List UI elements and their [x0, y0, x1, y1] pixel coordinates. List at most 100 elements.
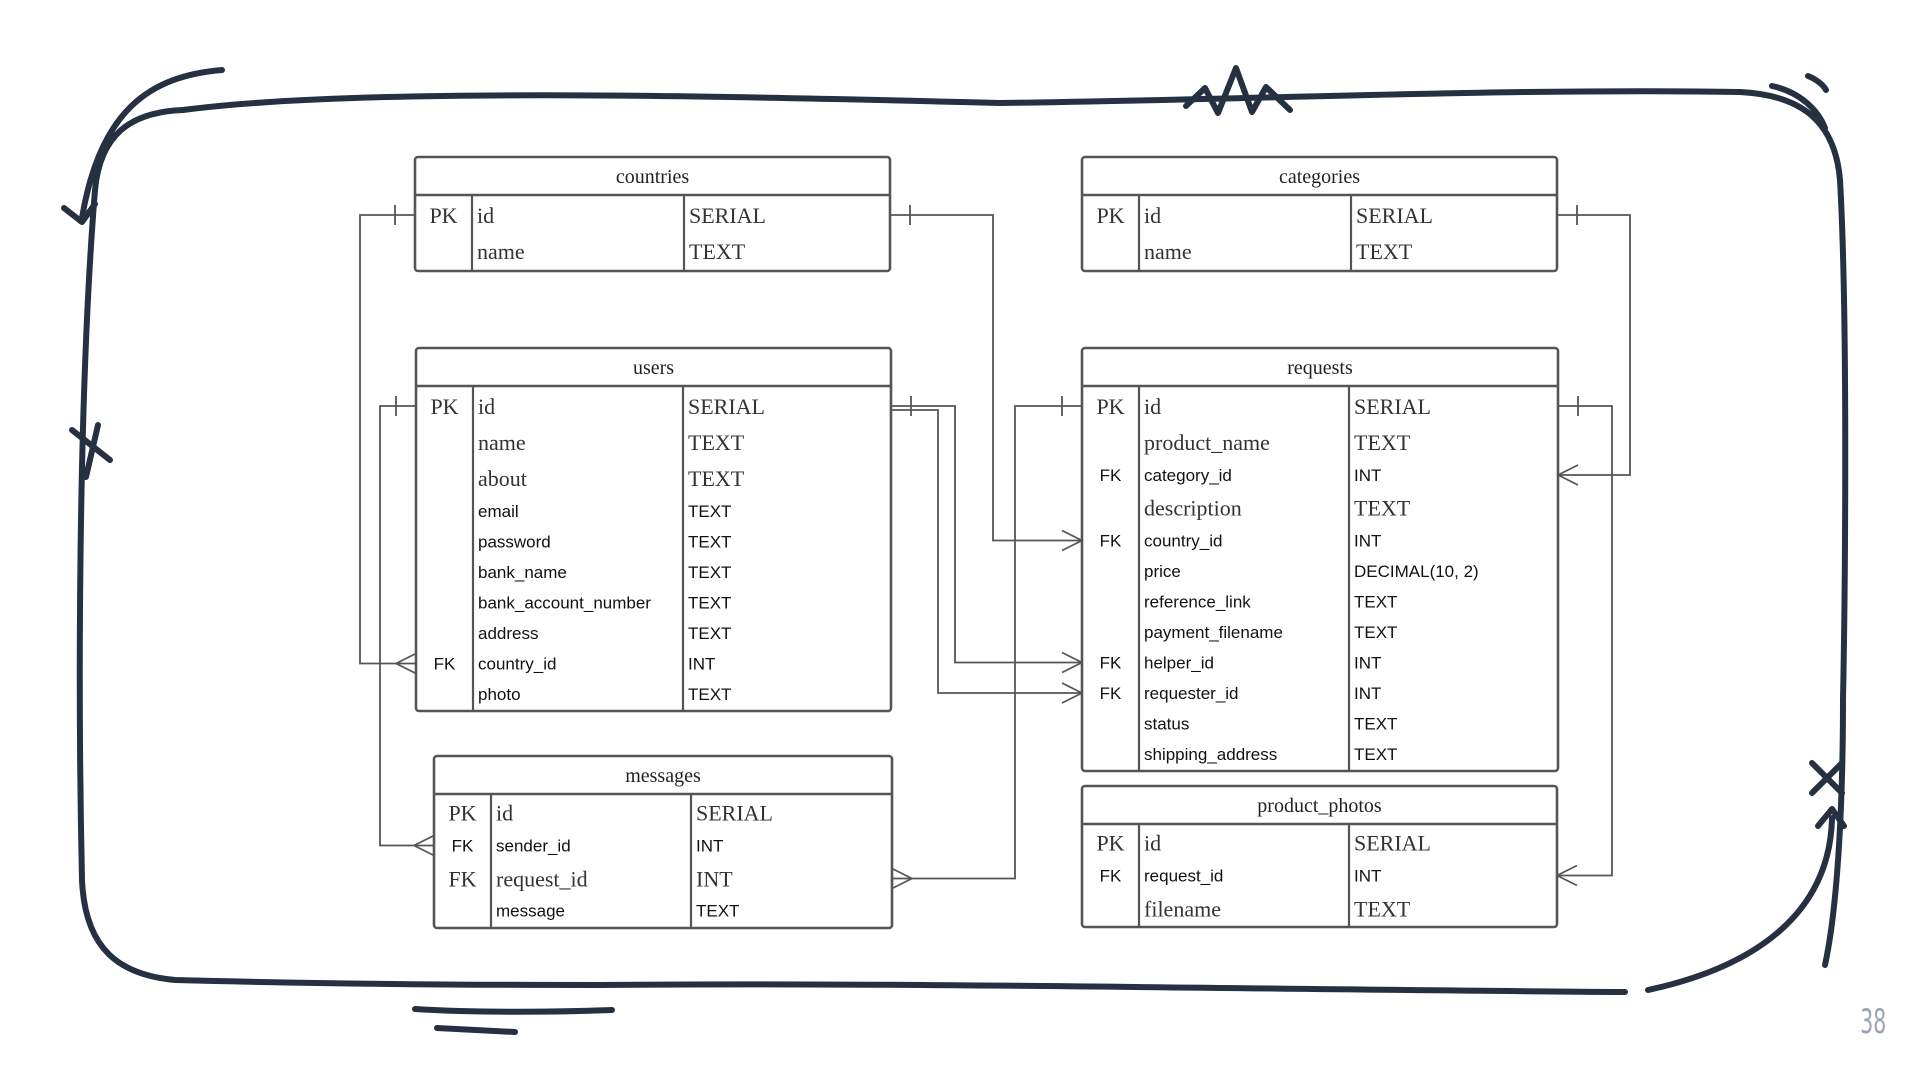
column-type: INT [1354, 532, 1381, 551]
column-type: TEXT [1356, 239, 1413, 264]
column-type: TEXT [1354, 745, 1397, 764]
column-type: INT [688, 655, 715, 674]
many-marker [1061, 682, 1083, 704]
column-type: TEXT [688, 594, 731, 613]
link-users-requester [891, 409, 1082, 694]
column-type: TEXT [688, 685, 731, 704]
table-border [1080, 784, 1559, 929]
column-type: SERIAL [1354, 831, 1431, 856]
column-name: id [1144, 831, 1161, 856]
column-name: id [1144, 394, 1161, 419]
table-row: filename TEXT [1144, 897, 1411, 922]
link-countries-requests [890, 214, 1082, 542]
column-name: address [478, 624, 538, 643]
column-type: INT [1354, 466, 1381, 485]
link-categories-requests [1557, 214, 1631, 476]
table-row: description TEXT [1144, 496, 1411, 521]
column-type: TEXT [1354, 593, 1397, 612]
arrow-head-top-left [61, 201, 98, 225]
column-name: name [1144, 239, 1192, 264]
table-row: password TEXT [478, 533, 731, 552]
key-badge: FK [452, 837, 474, 856]
table-title: messages [625, 765, 701, 787]
column-type: TEXT [688, 430, 745, 455]
table-row: payment_filename TEXT [1144, 623, 1397, 642]
column-name: request_id [496, 867, 588, 892]
key-badge: PK [430, 394, 458, 419]
link-requests-messages [892, 405, 1082, 880]
key-badge: FK [1100, 684, 1122, 703]
column-type: TEXT [1354, 623, 1397, 642]
column-name: id [477, 203, 494, 228]
column-name: product_name [1144, 430, 1270, 455]
column-name: filename [1144, 897, 1221, 922]
column-name: description [1144, 496, 1242, 521]
column-name: id [1144, 203, 1161, 228]
column-type: SERIAL [688, 394, 765, 419]
column-name: payment_filename [1144, 623, 1283, 642]
table-title: countries [616, 166, 690, 188]
column-name: shipping_address [1144, 745, 1277, 764]
key-badge: FK [1100, 654, 1122, 673]
many-marker [1061, 651, 1083, 674]
column-type: SERIAL [1354, 394, 1431, 419]
column-type: TEXT [688, 533, 731, 552]
column-type: TEXT [696, 902, 739, 921]
column-type: TEXT [1354, 897, 1411, 922]
frame-corner-arrow-top-left [79, 67, 225, 221]
hand-drawn-frame [61, 65, 1849, 1035]
column-name: status [1144, 715, 1189, 734]
underline-stroke-2 [434, 1025, 518, 1035]
column-name: photo [478, 685, 521, 704]
column-type: INT [1354, 654, 1381, 673]
table-title: users [633, 357, 674, 379]
column-type: TEXT [1354, 496, 1411, 521]
column-name: country_id [478, 655, 556, 674]
zigzag-icon [1183, 65, 1293, 116]
column-type: SERIAL [1356, 203, 1433, 228]
frame-border [180, 88, 1849, 968]
key-badge: FK [1100, 466, 1122, 485]
many-marker [1557, 464, 1579, 486]
column-name: about [478, 466, 527, 491]
column-name: reference_link [1144, 593, 1251, 612]
frame-border-bottom [76, 107, 1628, 995]
table-row: name TEXT [1144, 239, 1413, 264]
key-badge: FK [1100, 867, 1122, 886]
relationship-lines [359, 205, 1631, 890]
link-requests-photos [1557, 405, 1613, 877]
column-name: requester_id [1144, 684, 1239, 703]
column-name: password [478, 533, 551, 552]
page-number: 38 [1860, 1002, 1886, 1042]
many-marker [395, 652, 417, 675]
many-marker [891, 867, 913, 890]
table-border [1080, 155, 1559, 273]
column-type: TEXT [688, 502, 731, 521]
table-title: categories [1279, 166, 1360, 188]
column-type: TEXT [689, 239, 746, 264]
column-type: DECIMAL(10, 2) [1354, 562, 1479, 581]
link-users-messages [379, 405, 434, 847]
column-name: sender_id [496, 837, 571, 856]
column-name: name [478, 430, 526, 455]
table-row: shipping_address TEXT [1144, 745, 1397, 764]
table-border [432, 754, 894, 930]
table-title: requests [1287, 357, 1353, 379]
